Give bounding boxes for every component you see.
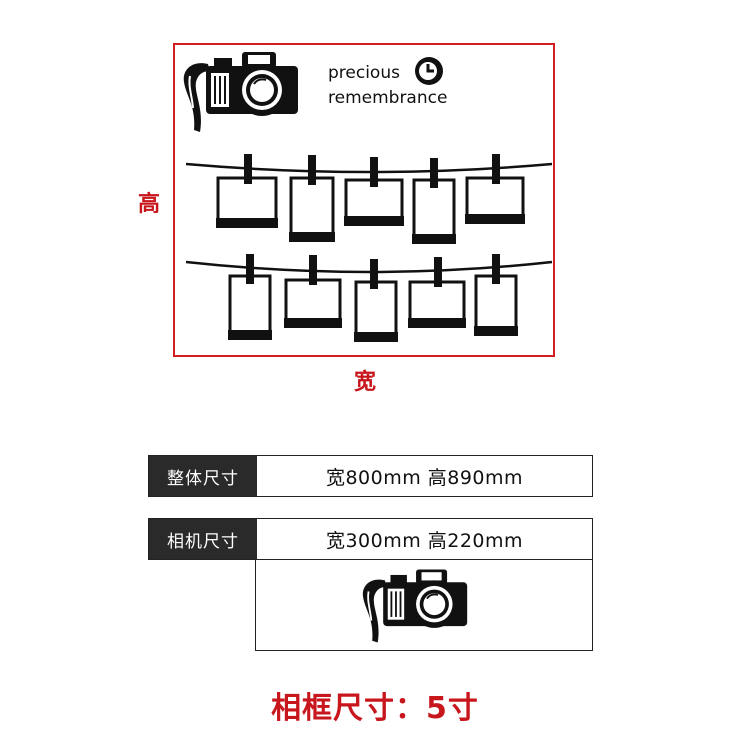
clothespin-icon bbox=[244, 154, 252, 184]
hanging-photo bbox=[354, 259, 398, 342]
camera-icon bbox=[362, 569, 468, 643]
camera-icon bbox=[183, 52, 298, 132]
hanging-photo bbox=[344, 157, 404, 226]
spec-row-overall: 整体尺寸 宽800mm 高890mm bbox=[148, 455, 593, 497]
width-dimension-label: 宽 bbox=[353, 370, 376, 395]
clothespin-icon bbox=[430, 158, 438, 188]
hanging-photo bbox=[465, 154, 525, 224]
clothespin-icon bbox=[308, 155, 316, 185]
clothespin-icon bbox=[492, 154, 500, 184]
clock-icon bbox=[415, 57, 443, 85]
clothespin-icon bbox=[309, 255, 317, 285]
dimension-frame bbox=[173, 43, 555, 357]
clothespin-icon bbox=[370, 157, 378, 187]
clothespin-icon bbox=[370, 259, 378, 289]
hanging-photo bbox=[408, 257, 466, 328]
hanging-photo bbox=[216, 154, 278, 228]
hanging-photo bbox=[474, 254, 518, 336]
clothespin-icon bbox=[434, 257, 442, 287]
hanging-photo bbox=[284, 255, 342, 328]
hanging-photo bbox=[289, 155, 335, 242]
spec-label: 整体尺寸 bbox=[149, 456, 257, 496]
photo-string-row-1 bbox=[185, 154, 553, 244]
camera-preview-box bbox=[255, 560, 593, 651]
photo-string-row-2 bbox=[185, 254, 553, 342]
hanging-photo bbox=[228, 254, 272, 340]
hanging-photo bbox=[412, 158, 456, 244]
clothespin-icon bbox=[246, 254, 254, 284]
spec-label: 相机尺寸 bbox=[149, 519, 257, 559]
clothespin-icon bbox=[492, 254, 500, 284]
frame-size-title: 相框尺寸：5寸 bbox=[271, 691, 479, 726]
tagline-line-1: precious bbox=[328, 63, 400, 83]
spec-value: 宽300mm 高220mm bbox=[325, 529, 524, 552]
spec-value: 宽800mm 高890mm bbox=[325, 466, 524, 489]
tagline-line-2: remembrance bbox=[328, 88, 448, 108]
height-dimension-label: 高 bbox=[137, 192, 160, 217]
tagline: precious remembrance bbox=[328, 61, 447, 111]
spec-row-camera: 相机尺寸 宽300mm 高220mm bbox=[148, 518, 593, 560]
